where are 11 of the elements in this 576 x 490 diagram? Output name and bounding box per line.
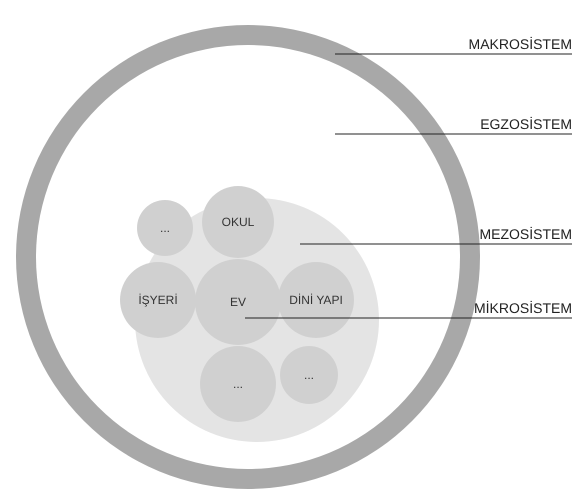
circle-label: EV xyxy=(230,295,246,309)
circle-label: İŞYERİ xyxy=(138,293,178,307)
circle-label: ... xyxy=(160,221,170,235)
circle-label: OKUL xyxy=(222,215,254,229)
layer-label: EGZOSİSTEM xyxy=(480,115,572,133)
layer-label: MİKROSİSTEM xyxy=(474,299,572,317)
circle-label: DİNİ YAPI xyxy=(289,293,343,307)
layer-label: MEZOSİSTEM xyxy=(479,225,572,243)
layer-label: MAKROSİSTEM xyxy=(468,35,572,53)
circle-label: ... xyxy=(304,368,314,382)
circle-label: ... xyxy=(232,377,243,391)
